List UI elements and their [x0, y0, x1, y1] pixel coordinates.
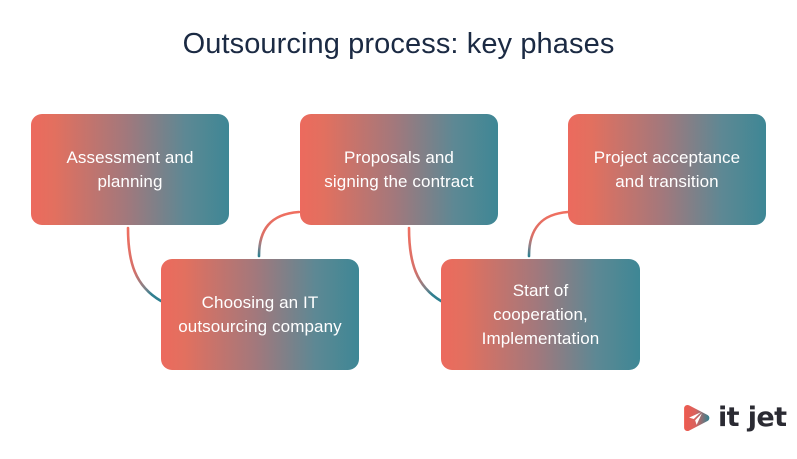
phase-box-project-acceptance-and-transition[interactable]: Project acceptance and transition	[568, 114, 766, 225]
phase-label: Assessment and planning	[66, 147, 194, 191]
phase-box-choosing-an-it-outsourcing-company[interactable]: Choosing an IT outsourcing company	[161, 259, 359, 370]
connector-4-to-5	[527, 210, 570, 258]
connector-3-to-4	[407, 226, 443, 303]
phase-box-assessment-and-planning[interactable]: Assessment and planning	[31, 114, 229, 225]
page-title: Outsourcing process: key phases	[182, 28, 615, 60]
connector-1-to-2	[126, 226, 163, 303]
brand-logo[interactable]: it jet	[681, 400, 787, 434]
phase-label: Project acceptance and transition	[593, 147, 741, 191]
phase-box-proposals-and-signing-the-contract[interactable]: Proposals and signing the contract	[300, 114, 498, 225]
phase-label: Start of cooperation, Implementation	[481, 280, 600, 348]
phase-box-start-of-cooperation-implementation[interactable]: Start of cooperation, Implementation	[441, 259, 640, 370]
paper-plane-play-icon	[684, 404, 710, 431]
phase-label: Proposals and signing the contract	[324, 147, 474, 191]
connector-2-to-3	[257, 210, 301, 258]
logo-text: it jet	[718, 401, 787, 433]
phase-label: Choosing an IT outsourcing company	[178, 292, 342, 336]
